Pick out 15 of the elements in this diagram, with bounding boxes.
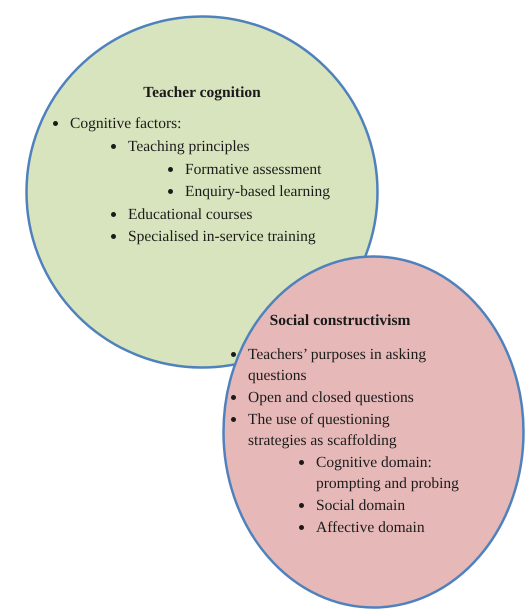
bullet-item: Formative assessment bbox=[185, 161, 322, 178]
bullet-item: Enquiry-based learning bbox=[185, 183, 330, 200]
bullet-item: The use of questioning strategies as scaffolding bbox=[248, 411, 397, 449]
circle-heading: Social constructivism bbox=[268, 311, 412, 331]
circle-heading: Teacher cognition bbox=[142, 83, 262, 103]
bullet-item: Open and closed questions bbox=[248, 389, 414, 406]
bullet-item: Educational courses bbox=[128, 206, 252, 223]
bullet-item: Teaching principles bbox=[128, 138, 250, 155]
bullet-item: Specialised in-service training bbox=[128, 228, 316, 245]
circle bbox=[222, 255, 525, 609]
bullet-item: Cognitive factors: bbox=[70, 115, 182, 132]
bullet-item: Affective domain bbox=[316, 519, 425, 536]
bullet-item: Cognitive domain: prompting and probing bbox=[316, 454, 459, 492]
bullet-item: Teachers’ purposes in asking questions bbox=[248, 346, 426, 384]
bullet-item: Social domain bbox=[316, 497, 406, 514]
